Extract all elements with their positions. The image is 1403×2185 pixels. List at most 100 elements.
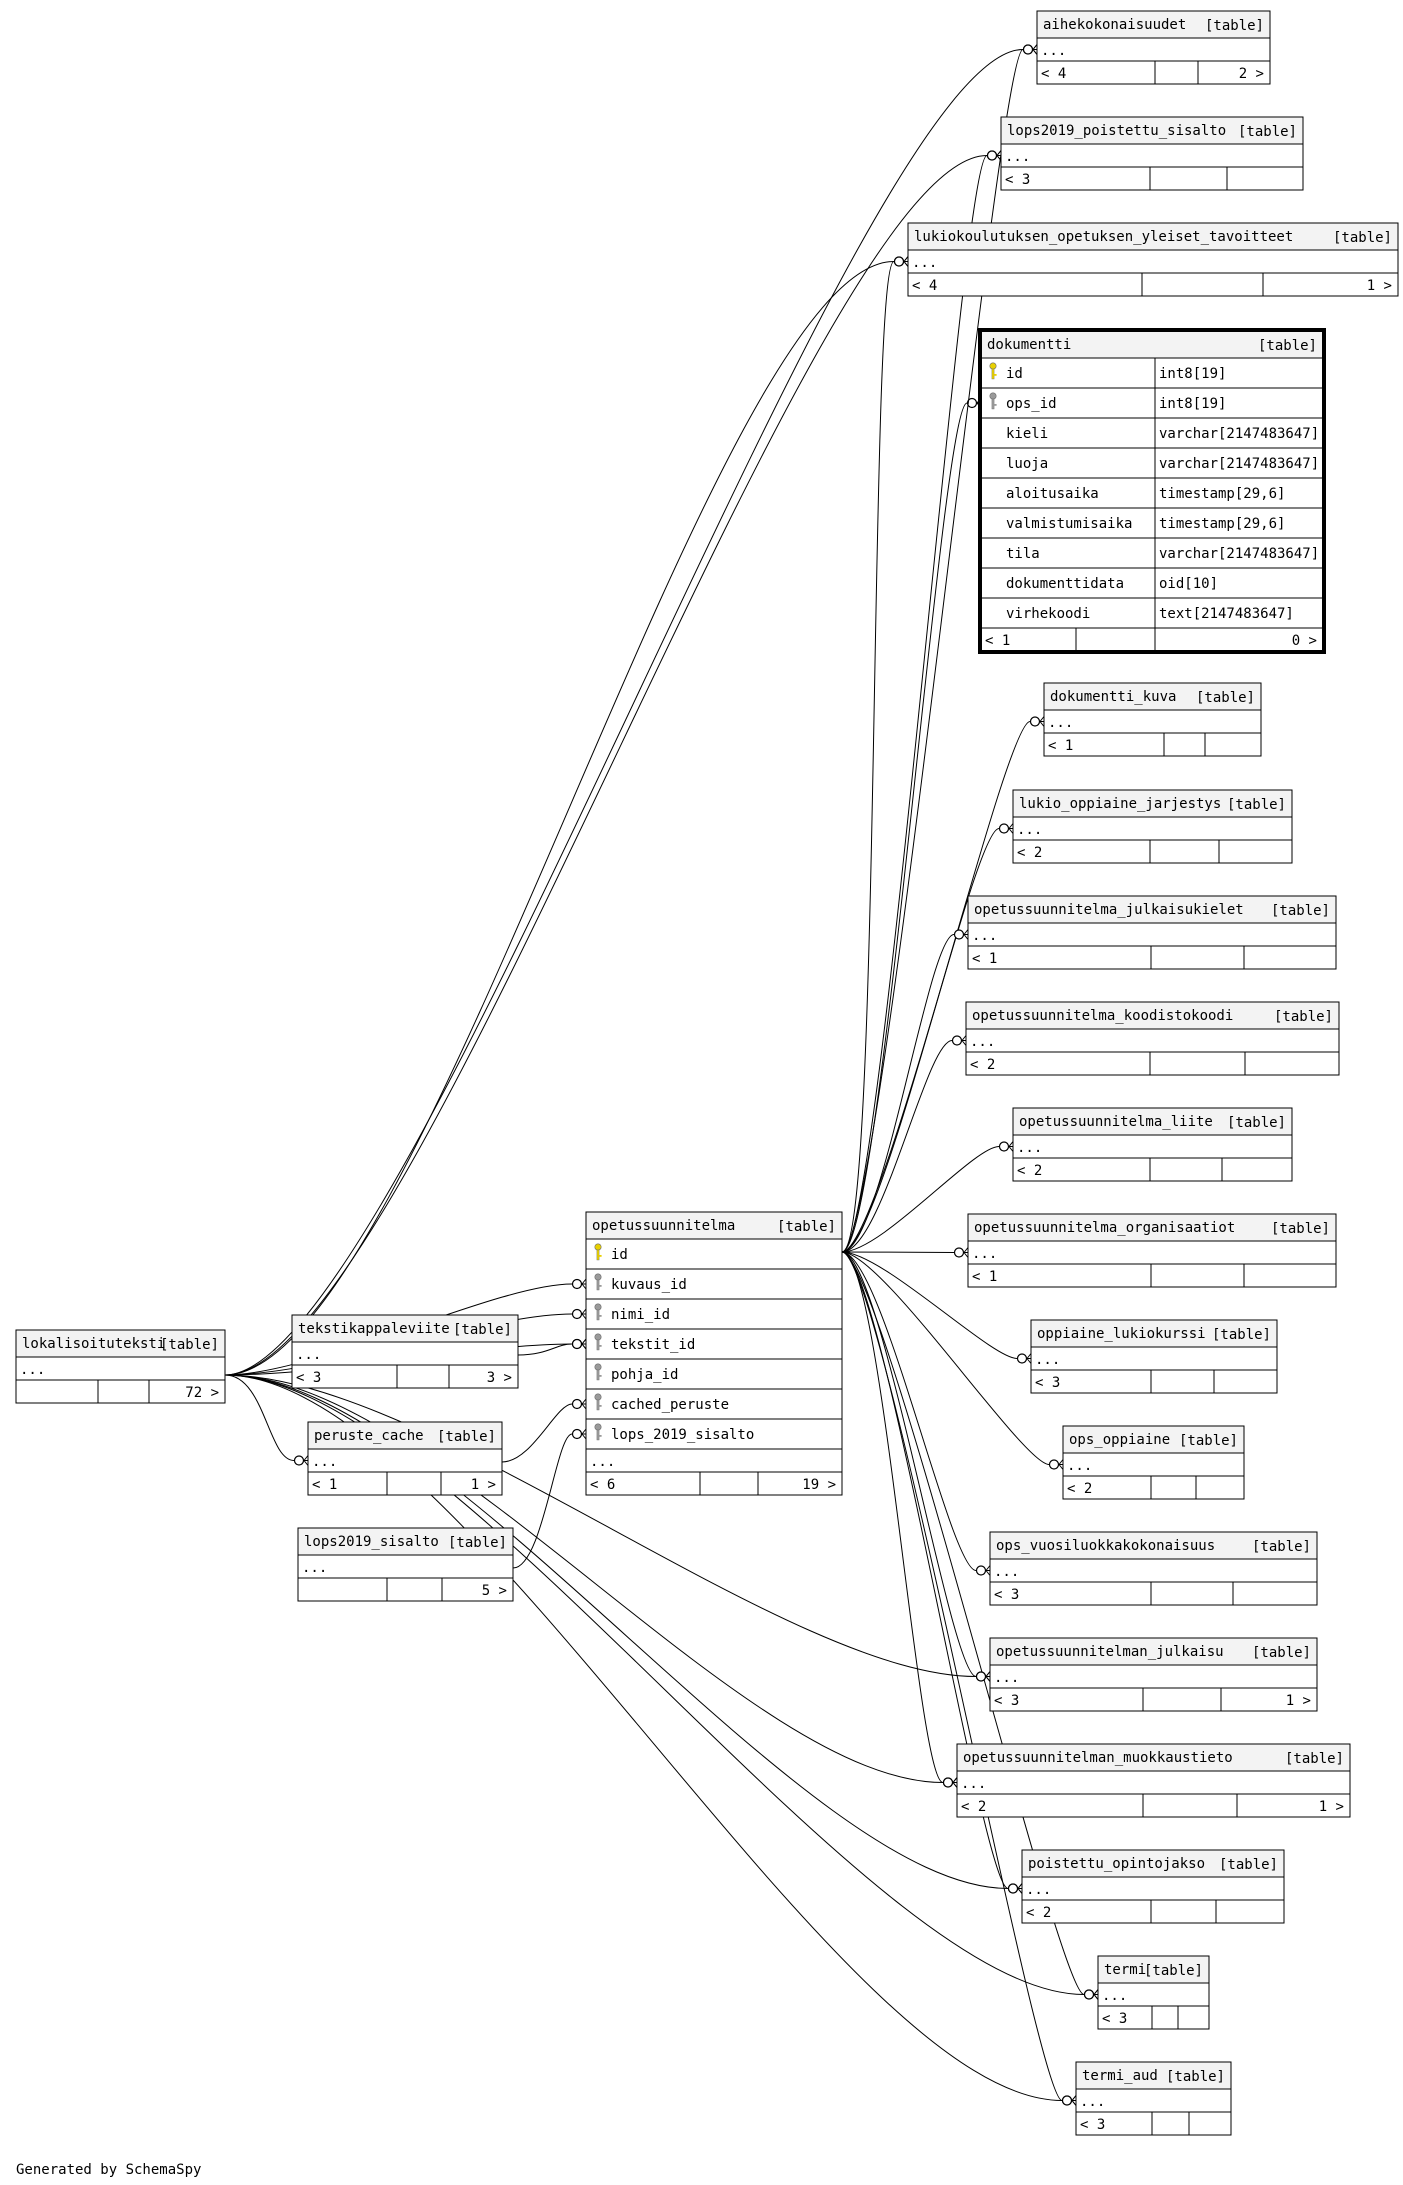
column-type: text[2147483647] bbox=[1159, 606, 1294, 622]
column-type: varchar[2147483647] bbox=[1159, 426, 1319, 442]
more-row bbox=[1036, 37, 1271, 62]
table-name: opetussuunnitelma_liite bbox=[1019, 1114, 1213, 1130]
table-opetussuunnitelma[interactable]: opetussuunnitelma[table]idkuvaus_idnimi_… bbox=[585, 1211, 843, 1496]
relationship-line bbox=[841, 402, 968, 1253]
table-tag: [table] bbox=[453, 1322, 512, 1338]
relationship-marker bbox=[571, 1428, 587, 1440]
parents-count: 2 > bbox=[1239, 66, 1264, 82]
table-termi[interactable]: termi[table]...< 3 bbox=[1097, 1955, 1210, 2030]
table-lops2019-poistettu-sisalto[interactable]: lops2019_poistettu_sisalto[table]...< 3 bbox=[1000, 116, 1304, 191]
more-row bbox=[1012, 1134, 1293, 1159]
column-name: kieli bbox=[1006, 426, 1048, 442]
relationship-marker bbox=[571, 1398, 587, 1410]
relationship-marker bbox=[951, 1035, 967, 1046]
children-count: < 3 bbox=[1080, 2117, 1105, 2133]
table-tag: [table] bbox=[1144, 1963, 1203, 1979]
table-tag: [table] bbox=[1227, 1115, 1286, 1131]
table-footer bbox=[297, 1577, 514, 1602]
foreign-key-icon bbox=[594, 1423, 602, 1441]
column-name: virhekoodi bbox=[1006, 606, 1090, 622]
more-row bbox=[989, 1558, 1318, 1583]
relationship-marker bbox=[942, 1777, 958, 1788]
more-row bbox=[1012, 816, 1293, 841]
table-lukio-oppiaine-jarjestys[interactable]: lukio_oppiaine_jarjestys[table]...< 2 bbox=[1012, 789, 1293, 864]
table-footer bbox=[1036, 60, 1271, 85]
parents-count: 1 > bbox=[1367, 278, 1392, 294]
table-lokalisoituteksti[interactable]: lokalisoituteksti[table]...72 > bbox=[15, 1329, 226, 1404]
relationship-line bbox=[224, 1374, 1063, 2101]
relationship-line bbox=[841, 1251, 944, 1783]
relationship-marker bbox=[998, 1141, 1014, 1152]
relationship-line bbox=[841, 1251, 1009, 1889]
table-tag: [table] bbox=[1258, 338, 1317, 354]
column-name: tila bbox=[1006, 546, 1040, 562]
children-count: < 1 bbox=[312, 1477, 337, 1493]
table-opetussuunnitelma-julkaisukielet[interactable]: opetussuunnitelma_julkaisukielet[table].… bbox=[967, 895, 1337, 970]
table-name: dokumentti_kuva bbox=[1050, 689, 1176, 705]
table-ops-oppiaine[interactable]: ops_oppiaine[table]...< 2 bbox=[1062, 1425, 1245, 1500]
relationship-marker bbox=[893, 256, 909, 267]
table-tag: [table] bbox=[160, 1337, 219, 1353]
column-name: lops_2019_sisalto bbox=[611, 1427, 754, 1443]
relationship-marker bbox=[571, 1338, 587, 1350]
table-footer bbox=[1012, 839, 1293, 864]
table-lukiokoulutuksen-opetuksen-yleiset-tavoitteet[interactable]: lukiokoulutuksen_opetuksen_yleiset_tavoi… bbox=[907, 222, 1399, 297]
table-opetussuunnitelma-liite[interactable]: opetussuunnitelma_liite[table]...< 2 bbox=[1012, 1107, 1293, 1182]
table-lops2019-sisalto[interactable]: lops2019_sisalto[table]...5 > bbox=[297, 1527, 514, 1602]
column-name: luoja bbox=[1006, 456, 1048, 472]
column-row bbox=[980, 567, 1324, 599]
table-dokumentti-kuva[interactable]: dokumentti_kuva[table]...< 1 bbox=[1043, 682, 1262, 757]
table-footer bbox=[585, 1471, 843, 1496]
table-footer bbox=[307, 1471, 503, 1496]
relationship-marker bbox=[1029, 716, 1045, 727]
parents-count: 0 > bbox=[1292, 633, 1317, 649]
more-ellipsis: ... bbox=[1080, 2094, 1105, 2110]
table-name: ops_vuosiluokkakokonaisuus bbox=[996, 1538, 1215, 1554]
more-ellipsis: ... bbox=[1048, 715, 1073, 731]
table-tag: [table] bbox=[1212, 1327, 1271, 1343]
relationship-line bbox=[841, 721, 1031, 1253]
more-ellipsis: ... bbox=[1026, 1882, 1051, 1898]
table-header bbox=[1012, 789, 1293, 818]
children-count: < 3 bbox=[1005, 172, 1030, 188]
relationship-line bbox=[841, 934, 955, 1253]
more-ellipsis: ... bbox=[1017, 822, 1042, 838]
more-row bbox=[956, 1770, 1351, 1795]
column-type: timestamp[29,6] bbox=[1159, 486, 1285, 502]
relationship-line bbox=[841, 1251, 955, 1253]
table-footer bbox=[1030, 1369, 1278, 1394]
more-ellipsis: ... bbox=[970, 1034, 995, 1050]
table-poistettu-opintojakso[interactable]: poistettu_opintojakso[table]...< 2 bbox=[1021, 1849, 1285, 1924]
parents-count: 5 > bbox=[482, 1583, 507, 1599]
table-footer bbox=[1097, 2005, 1210, 2030]
table-header bbox=[1030, 1319, 1278, 1348]
relationship-line bbox=[841, 1040, 953, 1253]
children-count: < 3 bbox=[1102, 2011, 1127, 2027]
relationship-marker bbox=[998, 823, 1014, 834]
table-opetussuunnitelma-organisaatiot[interactable]: opetussuunnitelma_organisaatiot[table]..… bbox=[967, 1213, 1337, 1288]
table-ops-vuosiluokkakokonaisuus[interactable]: ops_vuosiluokkakokonaisuus[table]...< 3 bbox=[989, 1531, 1318, 1606]
table-name: tekstikappaleviite bbox=[298, 1321, 450, 1337]
parents-count: 1 > bbox=[1319, 1799, 1344, 1815]
more-ellipsis: ... bbox=[972, 928, 997, 944]
children-count: < 1 bbox=[1048, 738, 1073, 754]
table-dokumentti[interactable]: dokumentti[table]int8[19]idint8[19]ops_i… bbox=[978, 328, 1326, 654]
more-row bbox=[989, 1664, 1318, 1689]
table-termi-aud[interactable]: termi_aud[table]...< 3 bbox=[1075, 2061, 1232, 2136]
table-opetussuunnitelma-koodistokoodi[interactable]: opetussuunnitelma_koodistokoodi[table]..… bbox=[965, 1001, 1340, 1076]
table-name: lukio_oppiaine_jarjestys bbox=[1019, 796, 1221, 812]
table-footer bbox=[967, 1263, 1337, 1288]
table-opetussuunnitelman-julkaisu[interactable]: opetussuunnitelman_julkaisu[table]...< 3… bbox=[989, 1637, 1318, 1712]
table-name: opetussuunnitelma_julkaisukielet bbox=[974, 902, 1244, 918]
table-tag: [table] bbox=[1227, 797, 1286, 813]
table-name: poistettu_opintojakso bbox=[1028, 1856, 1205, 1872]
table-oppiaine-lukiokurssi[interactable]: oppiaine_lukiokurssi[table]...< 3 bbox=[1030, 1319, 1278, 1394]
table-tag: [table] bbox=[1271, 1221, 1330, 1237]
table-header bbox=[989, 1531, 1318, 1560]
table-opetussuunnitelman-muokkaustieto[interactable]: opetussuunnitelman_muokkaustieto[table].… bbox=[956, 1743, 1351, 1818]
table-footer bbox=[1000, 166, 1304, 191]
relationship-line bbox=[224, 1374, 1085, 1995]
